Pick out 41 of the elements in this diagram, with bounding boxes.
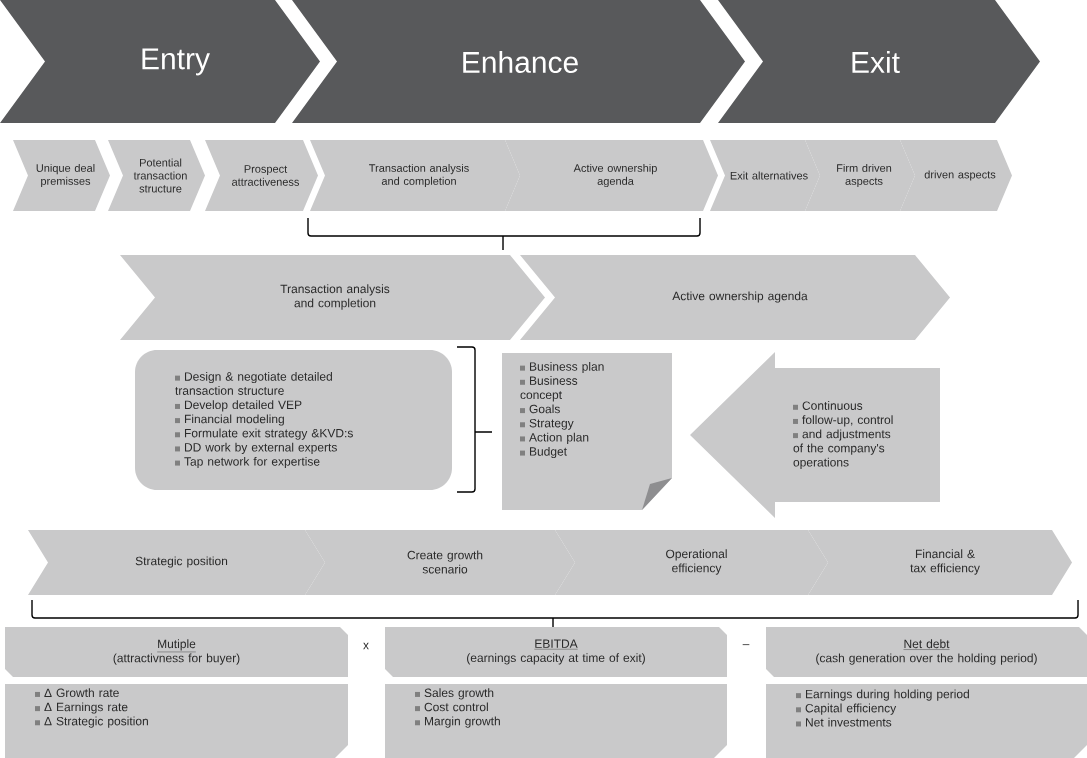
header-box: EBITDA (earnings capacity at time of exit)	[385, 627, 727, 677]
node-label: Exit	[852, 51, 900, 73]
step-band: driven aspects	[900, 140, 1012, 211]
rounded-box: Design & negotiate detailed transaction structure Develop detailed VEP Financial modeling Formulate exit strategy &KVD:s DD work by external experts Tap network for expertise	[135, 350, 452, 490]
phase-band: Entry	[0, 0, 320, 123]
list-box: Sales growth Cost control Margin growth	[385, 684, 727, 758]
step-band: Operational efficiency	[555, 530, 828, 595]
phase-band: Exit	[718, 0, 1040, 123]
node-label: Exit alternatives	[730, 171, 808, 180]
node-label: driven aspects	[924, 170, 996, 181]
list-box: Δ Growth rate Δ Earnings rate Δ Strategic position	[5, 684, 348, 758]
header-box: Mutiple (attractivness for buyer)	[5, 627, 348, 677]
step-band: Potential transaction structure	[108, 140, 205, 211]
step-band: Transaction analysis and completion	[310, 140, 520, 211]
node-label: Enhance	[463, 50, 578, 74]
node-label: Transaction analysis and completion	[280, 284, 390, 310]
node-label: Create growth scenario	[407, 550, 483, 574]
node-label: Operational efficiency	[666, 549, 727, 575]
stage-band: Active ownership agenda	[520, 255, 950, 340]
node-label: Active ownership agenda	[672, 291, 808, 303]
node-label: Strategic position	[135, 556, 228, 568]
step-band: Active ownership agenda	[505, 140, 718, 211]
node-label: Financial & tax efficiency	[910, 549, 980, 575]
header-box: Net debt (cash generation over the holding period)	[766, 627, 1087, 677]
note-box: Business plan Business concept Goals Strategy Action plan Budget	[502, 353, 672, 510]
node-label: Transaction analysis and completion	[369, 163, 469, 188]
step-band: Strategic position	[28, 530, 325, 595]
phase-band: Enhance	[292, 0, 745, 123]
step-band: Exit alternatives	[710, 140, 820, 211]
node-label: Active ownership agenda	[573, 163, 657, 188]
node-label: Entry	[142, 48, 210, 76]
step-band: Unique deal premisses	[13, 140, 110, 211]
node-label: Firm driven aspects	[837, 163, 892, 188]
step-band: Financial & tax efficiency	[808, 530, 1072, 595]
stage-band: Transaction analysis and completion	[120, 255, 545, 340]
operator-sign: x	[363, 642, 369, 650]
step-band: Create growth scenario	[305, 530, 575, 595]
list-box: Earnings during holding period Capital efficiency Net investments	[766, 684, 1087, 758]
left-pointing-block: Continuous follow-up, control and adjustments of the company's operations	[690, 352, 940, 518]
step-band: Prospect attractiveness	[205, 140, 318, 211]
operator-sign: –	[742, 644, 750, 646]
